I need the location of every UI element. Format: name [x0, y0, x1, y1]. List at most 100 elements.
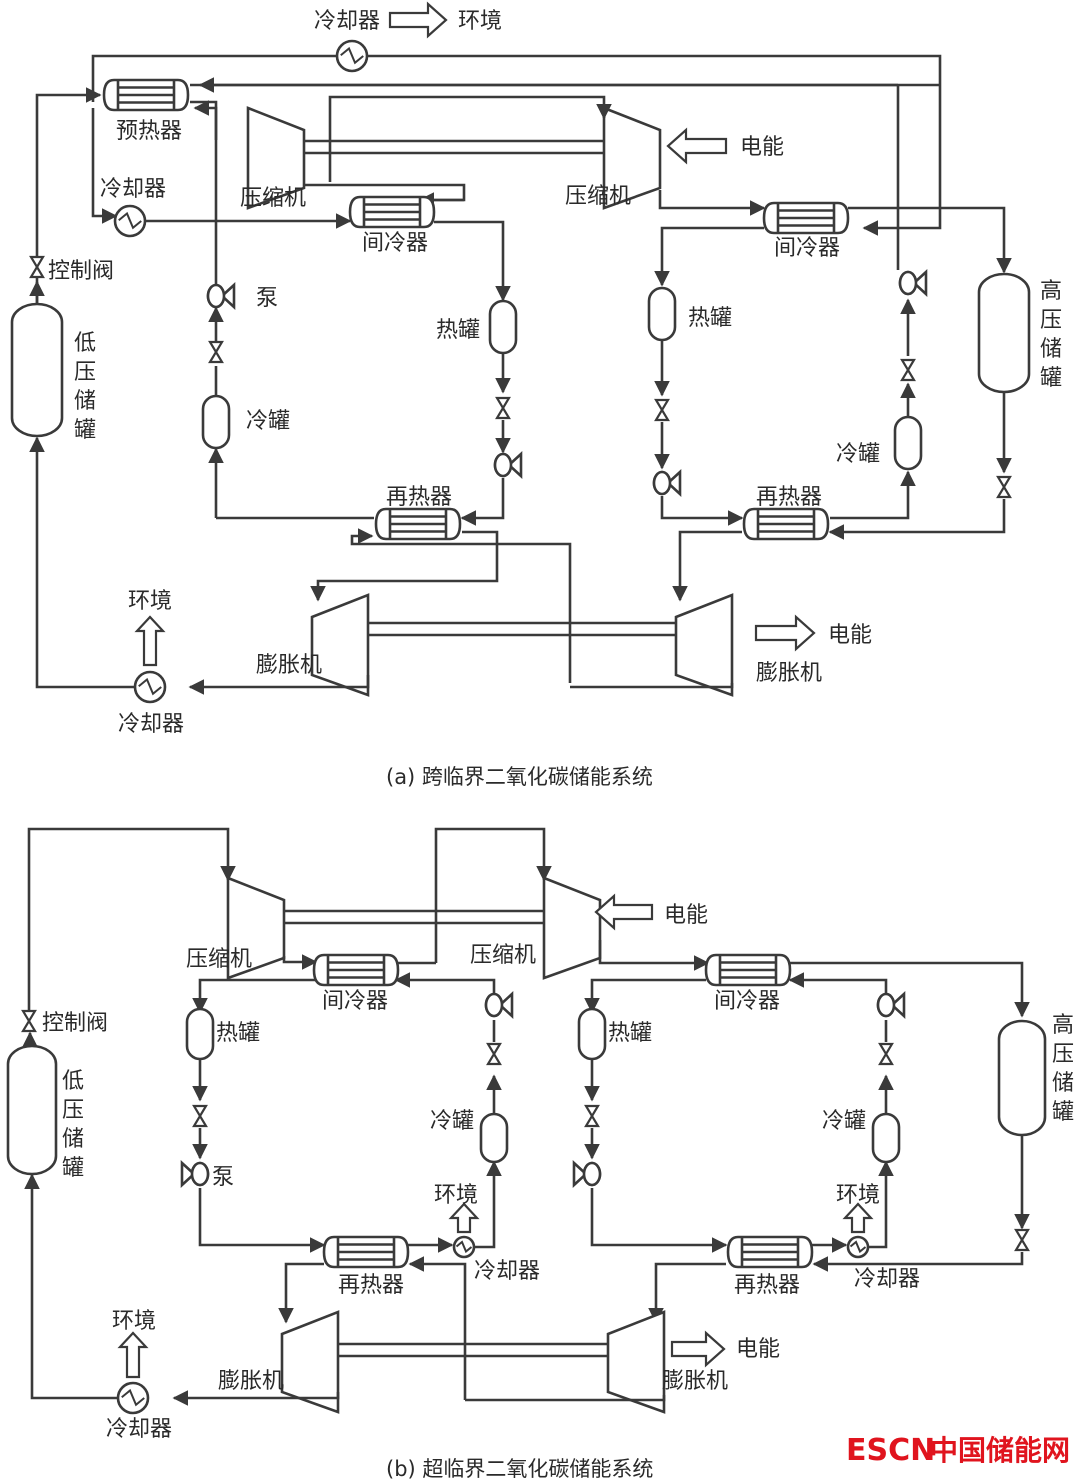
- expander-b-right: [606, 1310, 666, 1414]
- compressor-a-left: [246, 106, 306, 210]
- label-expander-a-right: 膨胀机: [756, 661, 822, 686]
- reheater-b-right: [726, 1235, 814, 1269]
- energy-arrow-icon-b-env-right: [842, 1202, 874, 1234]
- pump-icon-b-left: [180, 1160, 210, 1188]
- pipe-b-ic-to-hp: [788, 961, 1030, 1018]
- cold-tank-b-right: [871, 1112, 901, 1164]
- pump-icon-b-top-right: [876, 991, 906, 1019]
- label-env-a-bottom: 环境: [128, 589, 172, 614]
- energy-arrow-icon-b-env-left: [448, 1202, 480, 1234]
- cooler-icon-a-bottom: [133, 670, 167, 704]
- label-compressor-a-left: 压缩机: [240, 186, 306, 211]
- valve-icon-a-left: [208, 340, 224, 364]
- label-cooler-b-mid-left: 冷却器: [474, 1259, 540, 1284]
- pipe-b-reheater-to-expander: [278, 1262, 324, 1324]
- cold-tank-a-left: [201, 394, 231, 450]
- energy-arrow-icon-a-env: [134, 615, 166, 667]
- cooler-icon-b-mid-left: [452, 1235, 476, 1259]
- pipe-a-pump-to-reheater-right: [660, 496, 744, 526]
- pump-icon-a-mid: [493, 451, 523, 479]
- valve-icon-a-hp: [996, 475, 1012, 499]
- label-cooler-b-bottom: 冷却器: [106, 1417, 172, 1442]
- cold-tank-b-left: [479, 1112, 509, 1164]
- label-compressor-b-right: 压缩机: [470, 943, 536, 968]
- cooler-zigzag: [849, 1240, 867, 1254]
- pipe-a-reheater-to-expander: [310, 530, 499, 602]
- label-hp-tank-a-char: 储: [1040, 337, 1062, 362]
- label-electric-in-a: 电能: [740, 135, 784, 160]
- label-lp-tank-b-char: 低: [62, 1069, 84, 1094]
- hot-tank-b-right: [577, 1007, 607, 1061]
- pipe-a-exp-right-to-reheater: [350, 528, 572, 683]
- control-valve-icon-a: [29, 255, 45, 279]
- expander-a-left: [310, 593, 370, 697]
- label-electric-out-b: 电能: [736, 1337, 780, 1362]
- pipe-a-cooler-to-lp: [29, 436, 135, 689]
- valve-icon-b-cold-left: [486, 1042, 502, 1066]
- label-hot-tank-b-right: 热罐: [608, 1021, 652, 1046]
- pipe-a-ic-to-hot-right: [654, 226, 764, 287]
- valve-icon-b-hot-left: [192, 1104, 208, 1128]
- pipe-a-exp-right-loop: [570, 683, 734, 689]
- label-hot-tank-b-left: 热罐: [216, 1021, 260, 1046]
- label-hp-tank-a-char: 压: [1040, 308, 1062, 333]
- intercooler-b-right: [704, 953, 792, 987]
- label-hp-tank-a-char: 高: [1040, 279, 1062, 304]
- pipe-b-pump-to-reheater: [198, 1188, 326, 1253]
- energy-arrow-icon-b-in: [594, 893, 654, 931]
- pipe-b-pump-to-ic-right: [788, 972, 888, 1012]
- expander-a-right: [674, 593, 734, 697]
- cooler-zigzag: [138, 677, 162, 696]
- label-intercooler-b-left: 间冷器: [322, 989, 388, 1014]
- pump-body: [484, 992, 504, 1018]
- label-lp-tank-b-char: 罐: [62, 1156, 84, 1181]
- label-hp-tank-a-char: 罐: [1040, 366, 1062, 391]
- caption-a: (a) 跨临界二氧化碳储能系统: [386, 765, 653, 789]
- pipe-b-pump-to-reheater-right: [590, 1188, 728, 1253]
- hot-tank-a-left: [488, 299, 518, 355]
- pump-body: [493, 452, 513, 478]
- pipe-a-exp-to-cooler: [188, 675, 370, 695]
- label-cold-tank-a-left: 冷罐: [246, 409, 290, 434]
- watermark-brand: ESCN: [846, 1433, 935, 1468]
- reheater-b-left: [322, 1235, 410, 1269]
- pump-icon-a-left: [206, 282, 236, 310]
- label-intercooler-a-left: 间冷器: [362, 231, 428, 256]
- energy-arrow-icon-b-env-bottom: [117, 1331, 149, 1379]
- caption-b: (b) 超临界二氧化碳储能系统: [386, 1457, 653, 1481]
- label-lp-tank-a-char: 低: [74, 331, 96, 356]
- pipe-a-ic-to-hp: [848, 206, 1012, 274]
- label-cooler-a-left: 冷却器: [100, 177, 166, 202]
- pipe-a-reheater-to-cold-right: [830, 470, 916, 520]
- label-reheater-a-right: 再热器: [756, 485, 822, 510]
- label-control-valve-a: 控制阀: [48, 259, 114, 284]
- compressor-a-right: [602, 106, 662, 210]
- pump-body: [190, 1161, 210, 1187]
- label-hot-tank-a-left: 热罐: [436, 318, 480, 343]
- label-expander-b-left: 膨胀机: [218, 1369, 284, 1394]
- pump-head: [666, 469, 682, 497]
- pump-icon-a-right: [652, 469, 682, 497]
- label-cooler-b-mid-right: 冷却器: [854, 1267, 920, 1292]
- label-intercooler-b-right: 间冷器: [714, 989, 780, 1014]
- pipe-a-return-intercooler: [367, 54, 942, 236]
- valve-icon-b-hot-right: [584, 1104, 600, 1128]
- pipe-a-to-comp-right: [328, 95, 612, 182]
- energy-arrow-icon-a-top: [388, 1, 448, 39]
- pipe-a-to-cooler-left: [91, 108, 118, 224]
- pump-icon-b-top-left: [484, 991, 514, 1019]
- pipe-b-ic-to-hot-left: [192, 978, 316, 1014]
- label-hp-tank-b-char: 压: [1052, 1042, 1074, 1067]
- label-reheater-b-right: 再热器: [734, 1273, 800, 1298]
- label-lp-tank-b-char: 压: [62, 1098, 84, 1123]
- label-compressor-a-right: 压缩机: [565, 184, 631, 209]
- pump-head: [180, 1160, 196, 1188]
- pipe-b-ic-to-comp-right: [434, 827, 552, 963]
- valve-icon-a-hot-left: [495, 396, 511, 420]
- pipe-a-comp-right-to-ic: [658, 190, 766, 216]
- cooler-zigzag: [340, 46, 364, 65]
- label-cooler-a-top: 冷却器: [314, 9, 380, 34]
- label-cold-tank-b-left: 冷罐: [430, 1109, 474, 1134]
- label-env-b-bottom: 环境: [112, 1309, 156, 1334]
